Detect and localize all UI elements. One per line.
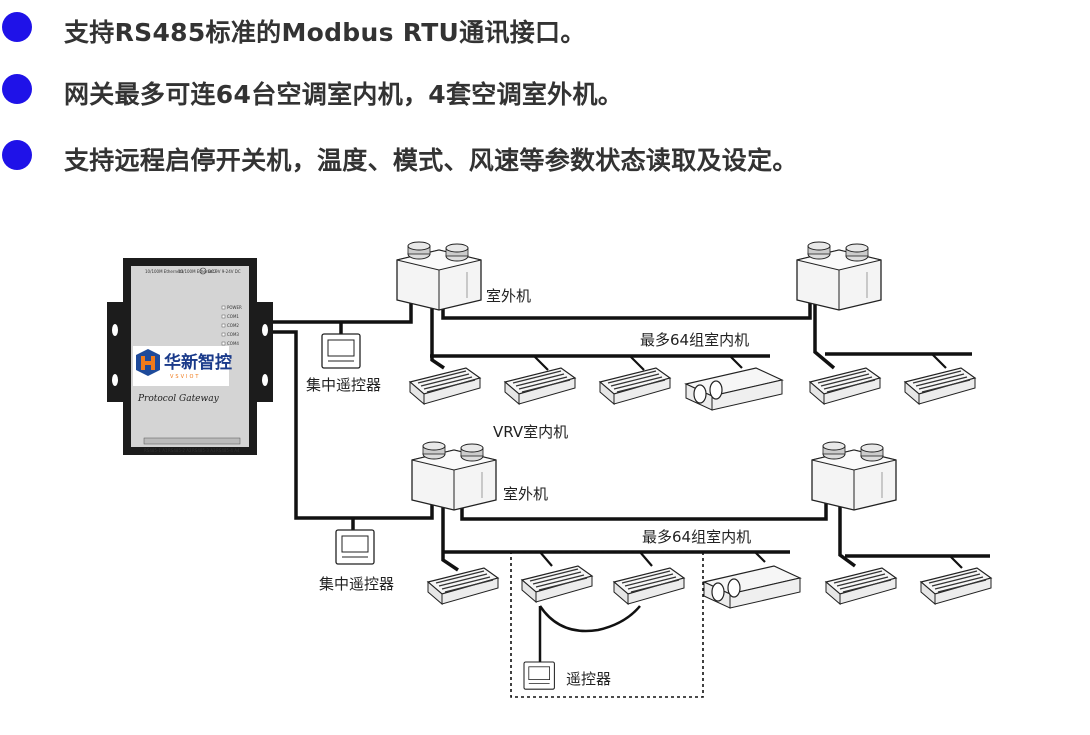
cassette-indoor-unit bbox=[599, 367, 671, 405]
logo-english: VSVIOT bbox=[170, 374, 200, 380]
bus-wiring bbox=[273, 292, 990, 572]
central-controller-icon bbox=[335, 529, 375, 565]
bullet-item: 支持RS485标准的Modbus RTU通讯接口。 bbox=[0, 10, 1090, 50]
vrv-label: VRV室内机 bbox=[493, 423, 568, 441]
rs485-terminals: RS485-1 A1 RS485-2 A2 RS485-3 A3 RS485-4… bbox=[143, 437, 241, 453]
bullet-dot-icon bbox=[2, 140, 32, 170]
logo-chinese: 华新智控 bbox=[164, 352, 232, 373]
terminal-label: RS485-2 A2 bbox=[168, 448, 192, 453]
gateway-port-label: DC 9V 9-24V DC bbox=[208, 269, 241, 274]
outdoor-unit bbox=[811, 441, 897, 511]
cassette-indoor-unit bbox=[613, 567, 685, 605]
central-controller-icon bbox=[321, 333, 361, 369]
bullet-dot-icon bbox=[2, 12, 32, 42]
gateway-port-label: 10/100M Ethernet1 bbox=[145, 269, 184, 274]
logo-h-icon bbox=[136, 349, 160, 376]
bullet-text: 支持远程启停开关机，温度、模式、风速等参数状态读取及设定。 bbox=[64, 146, 798, 175]
protocol-gateway: 10/100M Ethernet1 10/100M Ethernet2 DC 9… bbox=[107, 258, 273, 455]
gateway-port-label: 10/100M Ethernet2 bbox=[178, 269, 217, 274]
bullet-item: 支持远程启停开关机，温度、模式、风速等参数状态读取及设定。 bbox=[0, 138, 1090, 178]
terminal-label: RS485-3 A3 bbox=[192, 448, 216, 453]
gateway-leds: POWER COM1 COM2 COM3 COM4 bbox=[221, 305, 242, 346]
remote-cable bbox=[538, 605, 641, 633]
outdoor-label: 室外机 bbox=[503, 485, 548, 503]
led-label: COM4 bbox=[227, 341, 239, 346]
indoor-max-label: 最多64组室内机 bbox=[640, 331, 749, 349]
central-controller-label: 集中遥控器 bbox=[306, 376, 381, 394]
cassette-indoor-unit bbox=[809, 367, 881, 405]
cassette-indoor-unit bbox=[904, 367, 976, 405]
led-label: COM2 bbox=[227, 323, 239, 328]
led-label: COM1 bbox=[227, 314, 239, 319]
cassette-indoor-unit bbox=[825, 567, 897, 605]
remote-label: 遥控器 bbox=[566, 670, 611, 688]
indoor-branch-lines bbox=[533, 353, 963, 569]
cassette-indoor-unit bbox=[427, 567, 499, 605]
cassette-indoor-unit bbox=[521, 565, 593, 603]
terminal-label: RS485-4 A4 bbox=[216, 448, 240, 453]
bullet-dot-icon bbox=[2, 74, 32, 104]
remote-group-box bbox=[510, 551, 704, 698]
outdoor-unit bbox=[796, 241, 882, 311]
terminal-label: RS485-1 A1 bbox=[144, 448, 168, 453]
indoor-max-label: 最多64组室内机 bbox=[642, 528, 751, 546]
central-controller-label: 集中遥控器 bbox=[319, 575, 394, 593]
led-label: COM3 bbox=[227, 332, 239, 337]
duct-indoor-unit bbox=[685, 367, 783, 411]
bullet-item: 网关最多可连64台空调室内机，4套空调室外机。 bbox=[0, 72, 1090, 112]
outdoor-unit bbox=[396, 241, 482, 311]
duct-indoor-unit bbox=[703, 565, 801, 609]
bullet-text: 支持RS485标准的Modbus RTU通讯接口。 bbox=[64, 18, 586, 47]
led-label: POWER bbox=[227, 305, 242, 310]
outdoor-unit bbox=[411, 441, 497, 511]
cassette-indoor-unit bbox=[409, 367, 481, 405]
gateway-label: Protocol Gateway bbox=[137, 394, 220, 404]
remote-controller-icon bbox=[523, 661, 555, 690]
bullet-text: 网关最多可连64台空调室内机，4套空调室外机。 bbox=[64, 80, 624, 109]
cassette-indoor-unit bbox=[504, 367, 576, 405]
cassette-indoor-unit bbox=[920, 567, 992, 605]
ground-icon bbox=[199, 267, 207, 275]
outdoor-label: 室外机 bbox=[486, 287, 531, 305]
